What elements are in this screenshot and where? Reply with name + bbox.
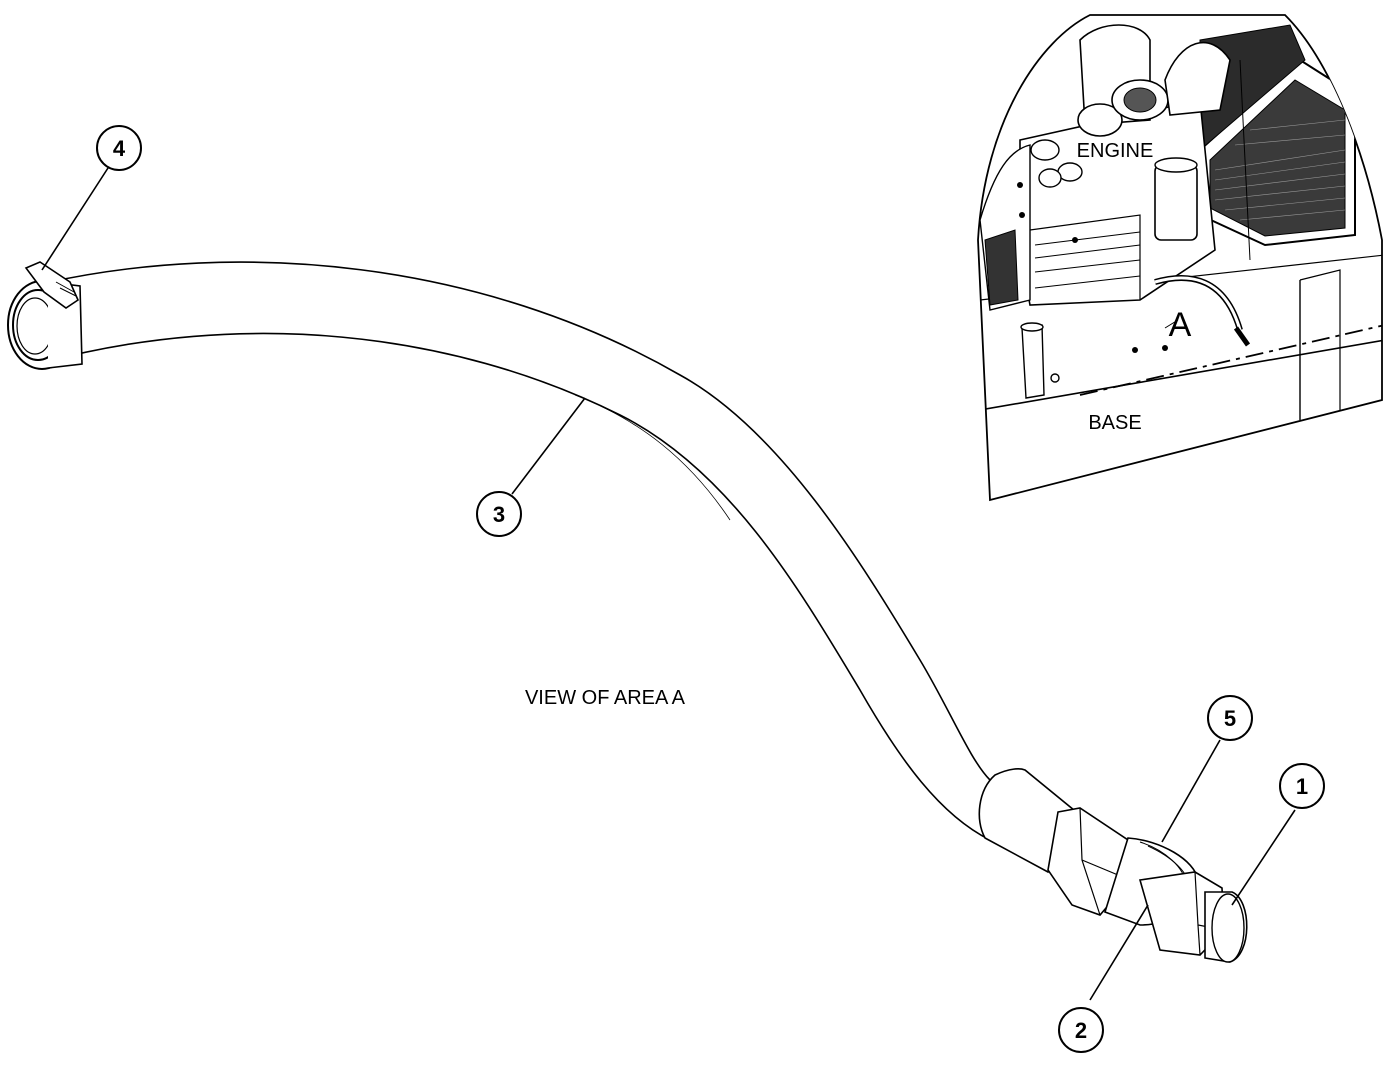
callout-2[interactable]: 2 — [1058, 1007, 1104, 1053]
callout-3-label: 3 — [493, 502, 505, 527]
inset-engine-label: ENGINE — [1077, 140, 1154, 162]
callout-3[interactable]: 3 — [476, 491, 522, 537]
callout-5-label: 5 — [1224, 706, 1236, 731]
inset-engine — [979, 24, 1231, 399]
callout-1[interactable]: 1 — [1279, 763, 1325, 809]
inset-area-label: A — [1169, 306, 1192, 344]
inset-locator-view: ENGINE A BASE — [977, 14, 1383, 502]
inset-base-label: BASE — [1088, 412, 1141, 434]
hose-assembly — [7, 261, 1248, 963]
callout-5[interactable]: 5 — [1207, 695, 1253, 741]
inset-radiator — [1199, 24, 1356, 261]
hose-fittings — [978, 768, 1248, 963]
view-caption: VIEW OF AREA A — [525, 687, 686, 709]
callout-4-label: 4 — [113, 136, 126, 161]
hose-clamp — [7, 261, 83, 370]
hose-body — [44, 261, 991, 842]
callout-4[interactable]: 4 — [96, 125, 142, 171]
callout-leaders — [41, 167, 1296, 1001]
callout-2-label: 2 — [1075, 1018, 1087, 1043]
callout-1-label: 1 — [1296, 774, 1308, 799]
